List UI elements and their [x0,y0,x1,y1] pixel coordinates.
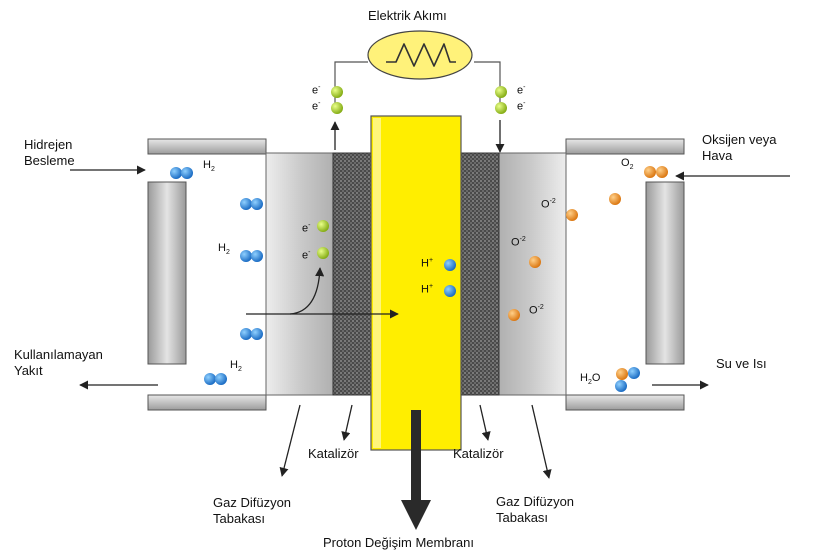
hydrogen-feed-label-line1: Hidrejen [24,137,73,152]
h2-label-feed: H2 [203,159,215,174]
proton-label-2: H+ [421,283,434,296]
oxygen-air-label-line2: Hava [702,148,733,163]
membrane-label: Proton Değişim Membranı [323,535,474,550]
right-end-plate [565,138,685,411]
h2-label-anode: H2 [218,242,230,257]
proton-exchange-membrane [370,115,462,451]
hydrogen-feed-label-line2: Besleme [24,153,75,168]
oxide-ions [508,193,621,321]
gdl-left-pointer [279,404,301,477]
oxygen-molecule [644,166,668,178]
gdl-left-label-line2: Tabakası [213,511,266,526]
oxygen-air-label-line1: Oksijen veya [702,132,777,147]
membrane-down-arrow [401,410,431,530]
gas-diffusion-layer-right [498,152,567,396]
electric-current-label: Elektrik Akımı [368,8,447,23]
flow-arrows [70,120,790,479]
resistor-box [367,30,473,80]
gdl-right-label-line1: Gaz Difüzyon [496,494,575,509]
electron-label-3: e- [517,84,526,97]
proton-ions [444,259,456,297]
electron-label-2: e- [312,100,321,113]
electron-curve-arrow [289,267,325,315]
resistor-icon [386,43,456,67]
o2-label: O2 [621,157,634,172]
catalyst-layer-left [332,152,372,396]
catalyst-right-label: Katalizör [453,446,504,461]
oxide-label-3: O-2 [529,304,544,317]
water-label: H2O [580,372,601,387]
electrons [317,86,507,259]
catalyst-layer-right [460,152,500,396]
water-heat-label: Su ve Isı [716,356,767,371]
catalyst-left-pointer [341,404,353,441]
water-molecule [615,367,640,392]
electron-label-5: e- [302,222,311,235]
catalyst-left-label: Katalizör [308,446,359,461]
gdl-right-pointer [531,404,552,479]
h2-label-unused: H2 [230,359,242,374]
oxide-label-2: O-2 [511,236,526,249]
electron-label-6: e- [302,249,311,262]
unused-fuel-label-line1: Kullanılamayan [14,347,103,362]
oxide-label-1: O-2 [541,198,556,211]
unused-fuel-label-line2: Yakıt [14,363,43,378]
left-end-plate [147,138,267,411]
catalyst-right-pointer [479,404,491,441]
hydrogen-molecules [170,167,263,385]
gdl-left-label-line1: Gaz Difüzyon [213,495,292,510]
electron-label-1: e- [312,84,321,97]
gdl-right-label-line2: Tabakası [496,510,549,525]
electron-label-4: e- [517,100,526,113]
proton-label-1: H+ [421,257,434,270]
gas-diffusion-layer-left [265,152,334,396]
